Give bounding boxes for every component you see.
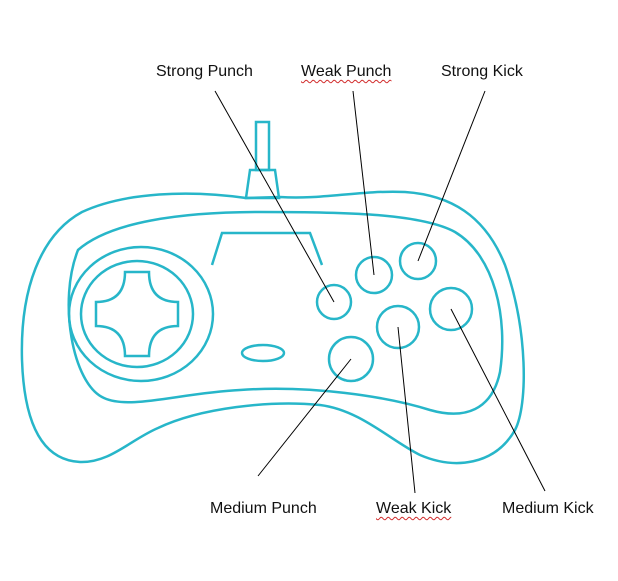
label-strong-kick: Strong Kick xyxy=(441,63,523,80)
leader-strong-punch xyxy=(214,90,335,303)
leader-weak-punch xyxy=(352,90,375,276)
cable xyxy=(254,120,271,172)
controller-body xyxy=(20,190,526,465)
leader-lines xyxy=(214,90,546,494)
leader-weak-kick xyxy=(397,326,416,494)
button-weak-punch xyxy=(354,255,394,295)
label-medium-punch: Medium Punch xyxy=(210,500,317,517)
label-weak-punch: Weak Punch xyxy=(301,63,392,80)
dpad-outer-ring xyxy=(67,245,215,383)
dpad-icon xyxy=(94,270,180,358)
dpad-inner-ring xyxy=(79,259,195,369)
label-weak-kick: Weak Kick xyxy=(376,500,452,517)
leader-medium-punch xyxy=(257,358,352,477)
controller-inner-outline xyxy=(67,210,504,415)
start-button xyxy=(240,343,286,363)
leader-medium-kick xyxy=(450,308,546,492)
button-medium-kick xyxy=(428,286,474,332)
button-weak-kick xyxy=(375,304,421,350)
button-medium-punch xyxy=(327,335,375,383)
leader-strong-kick xyxy=(417,90,486,262)
button-strong-kick xyxy=(398,241,438,281)
shoulder-detail xyxy=(210,231,324,266)
label-medium-kick: Medium Kick xyxy=(502,500,594,517)
button-strong-punch xyxy=(315,283,353,321)
cable-connector xyxy=(244,168,281,200)
gamepad-icon xyxy=(20,120,526,465)
label-strong-punch: Strong Punch xyxy=(156,63,253,80)
